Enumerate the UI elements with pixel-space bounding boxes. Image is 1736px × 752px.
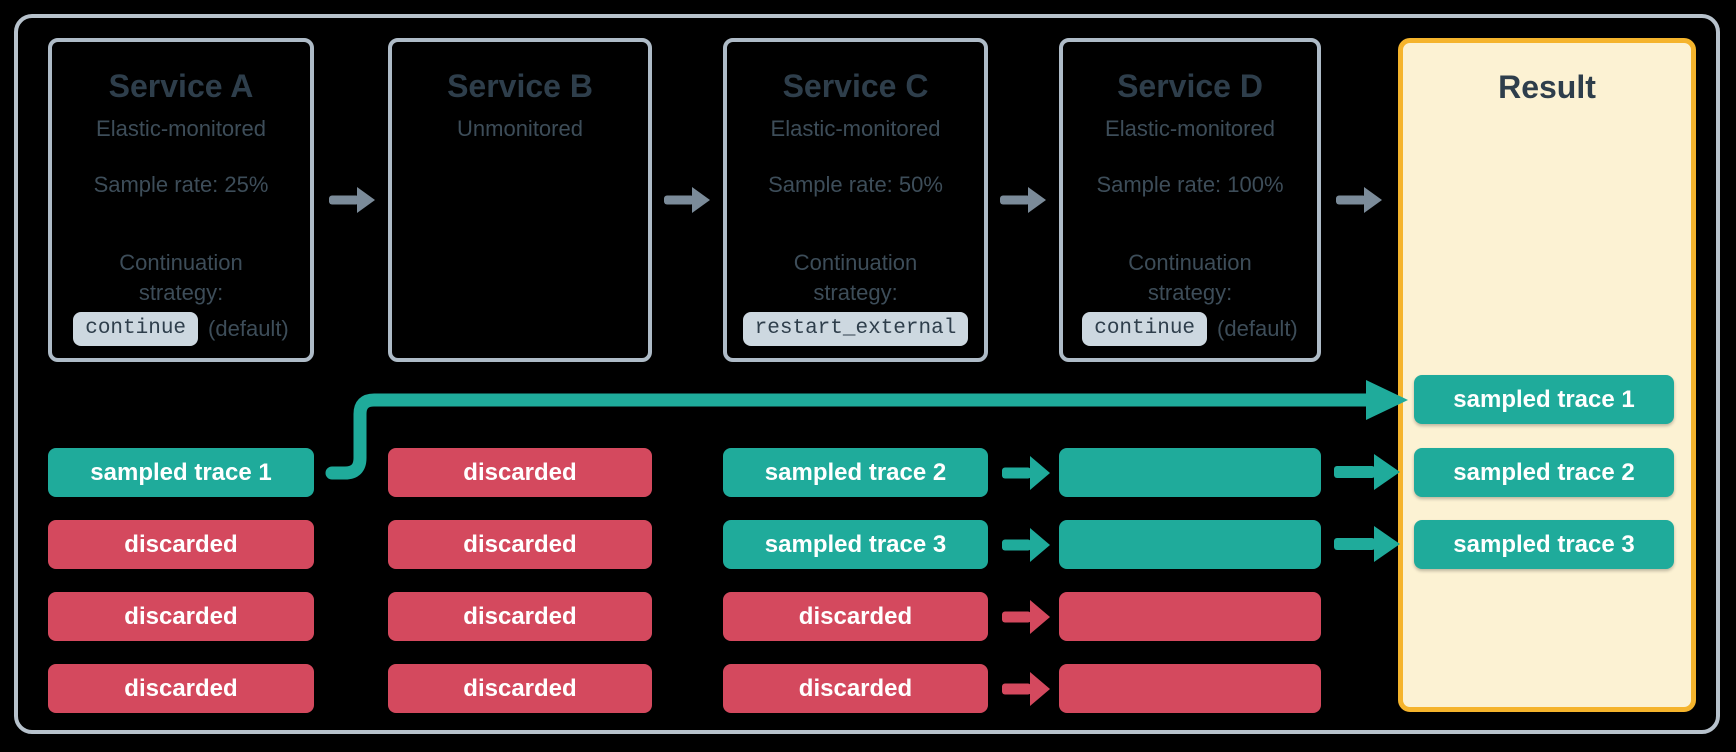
trace-bar-a3: discarded — [48, 592, 314, 641]
arrow-shaft — [1002, 467, 1031, 479]
trace-bar-c2: sampled trace 3 — [723, 520, 988, 569]
arrow-head — [1364, 187, 1382, 213]
service-c-strategy-row: restart_external — [727, 312, 984, 346]
service-d-sample-rate: Sample rate: 100% — [1096, 172, 1284, 197]
row-arrow-icon — [1002, 600, 1050, 634]
service-a-strategy-note: (default) — [208, 316, 289, 341]
service-d-strategy-code-chip: continue — [1082, 312, 1208, 346]
trace-bar-c1: sampled trace 2 — [723, 448, 988, 497]
arrow-shaft — [1000, 195, 1030, 205]
service-a-strategy-row: continue (default) — [52, 312, 310, 346]
arrow-head — [1374, 526, 1400, 562]
arrow-shaft — [1334, 466, 1375, 478]
arrow-shaft — [1002, 611, 1031, 623]
service-c-subtitle: Elastic-monitored — [770, 116, 941, 141]
trace-bar-c4: discarded — [723, 664, 988, 713]
service-box-c: Service C Elastic-monitored Sample rate:… — [723, 38, 988, 362]
service-b-subtitle: Unmonitored — [457, 116, 583, 141]
trace-bar-d4 — [1059, 664, 1321, 713]
service-c-title: Service C — [782, 68, 929, 104]
trace-bar-c3: discarded — [723, 592, 988, 641]
trace-bar-d1 — [1059, 448, 1321, 497]
diagram-border — [14, 14, 1720, 734]
service-b-title: Service B — [447, 68, 593, 104]
trace-bar-a2: discarded — [48, 520, 314, 569]
trace-bar-b4: discarded — [388, 664, 652, 713]
trace-bar-b1: discarded — [388, 448, 652, 497]
row-arrow-icon — [1002, 456, 1050, 490]
trace-bar-a1: sampled trace 1 — [48, 448, 314, 497]
service-box-d: Service D Elastic-monitored Sample rate:… — [1059, 38, 1321, 362]
service-a-subtitle: Elastic-monitored — [96, 116, 266, 141]
result-bar-3: sampled trace 3 — [1414, 520, 1674, 569]
arrow-head — [1028, 187, 1046, 213]
flow-arrow-icon — [329, 184, 375, 216]
service-c-continuation-label: Continuation strategy: — [793, 250, 918, 305]
service-a-sample-rate: Sample rate: 25% — [93, 172, 269, 197]
arrow-shaft — [1336, 195, 1366, 205]
service-d-strategy-note: (default) — [1217, 316, 1298, 341]
service-c-strategy-code-chip: restart_external — [742, 312, 969, 346]
arrow-shaft — [329, 195, 359, 205]
result-arrow-icon — [1334, 454, 1400, 490]
service-d-continuation-label: Continuation strategy: — [1128, 250, 1252, 305]
service-a-continuation-label: Continuation strategy: — [119, 250, 243, 305]
arrow-shaft — [1002, 539, 1031, 551]
arrow-shaft — [1334, 538, 1375, 550]
result-arrow-icon — [1334, 526, 1400, 562]
arrow-shaft — [1002, 683, 1031, 695]
arrow-head — [357, 187, 375, 213]
service-d-strategy-row: continue (default) — [1063, 312, 1317, 346]
service-a-strategy-code-chip: continue — [73, 312, 199, 346]
arrow-head — [1374, 454, 1400, 490]
arrow-head — [1030, 528, 1050, 562]
arrow-head — [692, 187, 710, 213]
trace-bar-d2 — [1059, 520, 1321, 569]
trace-bar-d3 — [1059, 592, 1321, 641]
arrow-head — [1030, 600, 1050, 634]
service-c-sample-rate: Sample rate: 50% — [768, 172, 943, 197]
result-title: Result — [1498, 69, 1596, 105]
flow-arrow-icon — [1000, 184, 1046, 216]
trace-bar-b2: discarded — [388, 520, 652, 569]
service-box-b: Service B Unmonitored — [388, 38, 652, 362]
arrow-shaft — [664, 195, 694, 205]
service-a-title: Service A — [108, 68, 254, 104]
result-bar-2: sampled trace 2 — [1414, 448, 1674, 497]
service-d-title: Service D — [1117, 68, 1263, 104]
service-box-a: Service A Elastic-monitored Sample rate:… — [48, 38, 314, 362]
result-bar-1: sampled trace 1 — [1414, 375, 1674, 424]
row-arrow-icon — [1002, 672, 1050, 706]
service-d-subtitle: Elastic-monitored — [1105, 116, 1275, 141]
trace-bar-a4: discarded — [48, 664, 314, 713]
arrow-head — [1030, 456, 1050, 490]
trace-bar-b3: discarded — [388, 592, 652, 641]
flow-arrow-icon — [1336, 184, 1382, 216]
row-arrow-icon — [1002, 528, 1050, 562]
arrow-head — [1030, 672, 1050, 706]
flow-arrow-icon — [664, 184, 710, 216]
